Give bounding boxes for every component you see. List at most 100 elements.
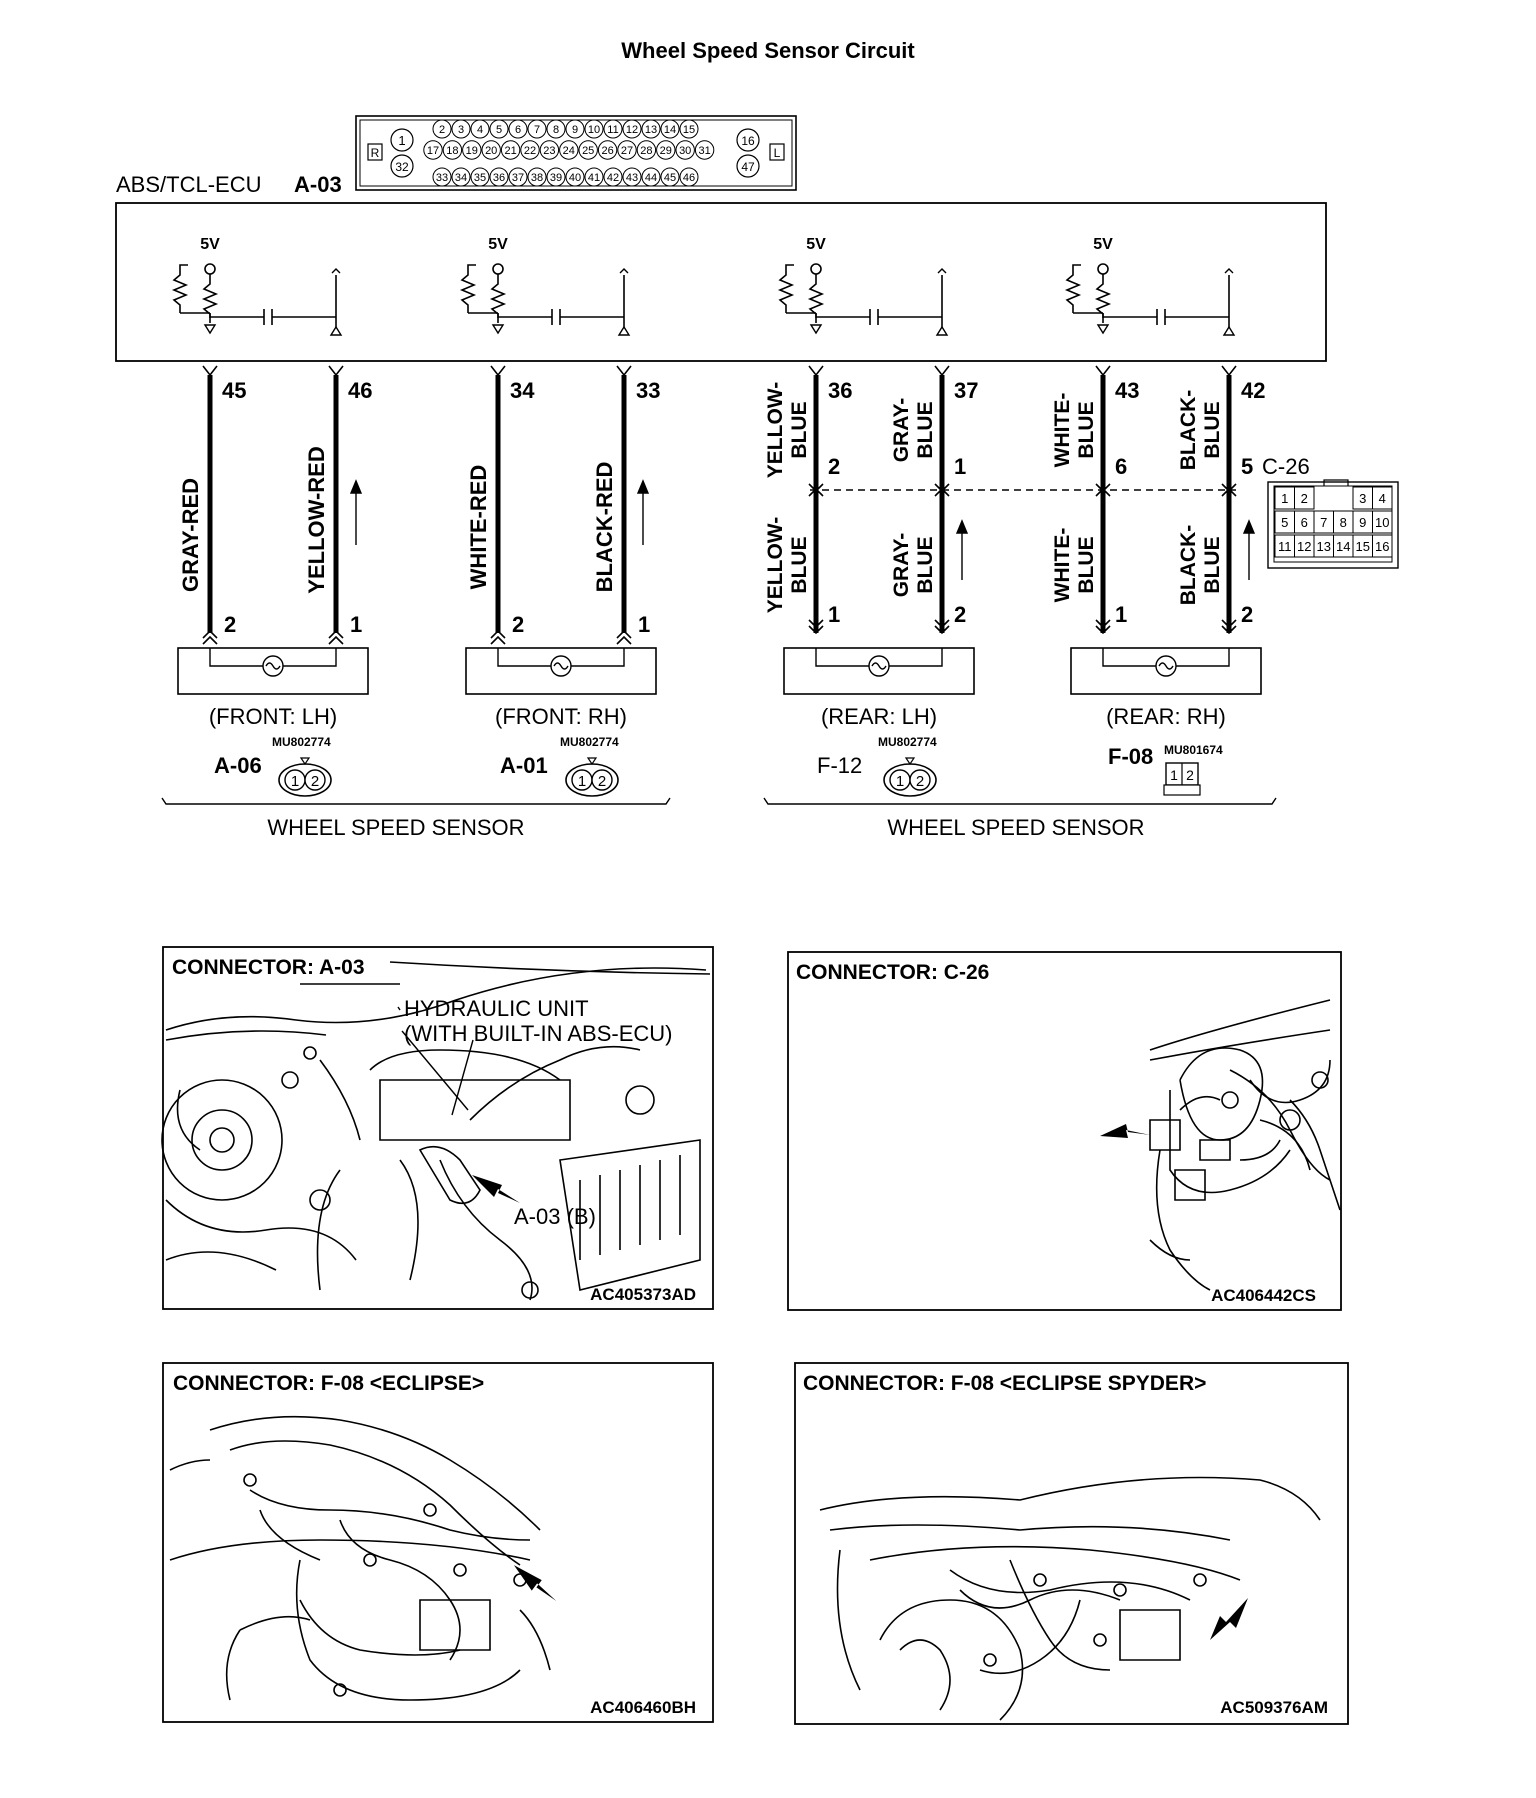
ecu-pin-circle [584, 119, 604, 139]
ecu-pin: 43 [626, 172, 638, 184]
ecu-pin: 29 [660, 145, 672, 157]
ecu-pin-circle [527, 167, 547, 187]
ecu-pin: 40 [569, 172, 581, 184]
wire-color-label: BLUE [1075, 536, 1098, 593]
plug-pin: 2 [916, 773, 924, 790]
ecu-pin: 10 [588, 124, 600, 136]
wire-color-label: BLUE [1201, 536, 1224, 593]
ecu-pin: 47 [741, 160, 755, 174]
ecu-pin: 13 [645, 124, 657, 136]
plug-pin: 1 [1170, 767, 1178, 783]
c26-pin-number: 5 [1241, 454, 1253, 479]
ecu-pin: 25 [582, 145, 594, 157]
c26-pin: 16 [1375, 539, 1389, 554]
c26-pin: 3 [1359, 491, 1366, 506]
ecu-pin: 34 [455, 172, 467, 184]
wire-color-label: BLACK-RED [592, 462, 617, 593]
sensor-name: (FRONT: RH) [495, 704, 627, 729]
ecu-pin: 8 [553, 124, 559, 136]
ecu-pin: 20 [485, 145, 497, 157]
c26-pin: 10 [1375, 515, 1389, 530]
ecu-pin-number: 33 [636, 378, 660, 403]
sensor-name: (REAR: LH) [821, 704, 937, 729]
sensor-rear-lh [783, 647, 975, 695]
sensor-terminal-number: 2 [512, 612, 524, 637]
c26-pin-cell [1294, 486, 1315, 510]
plug-pin: 1 [578, 773, 586, 790]
panel-title: CONNECTOR: A-03 [172, 956, 365, 979]
sensor-terminal-number: 1 [828, 602, 840, 627]
car-rear-illustration [819, 1476, 1321, 1721]
ecu-pin-circle [462, 140, 482, 160]
c26-pin-number: 6 [1115, 454, 1127, 479]
car-rear-illustration [169, 1415, 551, 1701]
wire-color-label: BLUE [788, 401, 811, 458]
wire-color-label: YELLOW- [764, 517, 787, 613]
c26-pin: 4 [1379, 491, 1386, 506]
ecu-pin-circle [641, 119, 661, 139]
ecu-pin-circle [451, 119, 471, 139]
ecu-pin-circle [597, 140, 618, 160]
supply-5v: 5V [1093, 236, 1113, 253]
sensor-connector-code: F-08 [1108, 744, 1153, 769]
reference-code: AC406442CS [1211, 1286, 1316, 1305]
ecu-pin-circle [546, 119, 566, 139]
ecu-pin-circle [527, 119, 547, 139]
panel-title: CONNECTOR: F-08 <ECLIPSE SPYDER> [803, 1372, 1206, 1395]
connector-plug-icon [883, 757, 937, 797]
ecu-box [115, 202, 1327, 362]
ecu-pin: 15 [683, 124, 695, 136]
c26-pin-cell [1372, 510, 1393, 534]
ecu-pin: 42 [607, 172, 619, 184]
ecu-pin: 35 [474, 172, 486, 184]
ecu-pin-circle [603, 119, 623, 139]
sensor-terminal-number: 1 [638, 612, 650, 637]
panel-connector-f08-eclipse: CONNECTOR: F-08 <ECLIPSE> AC406460BH [162, 1362, 714, 1723]
ecu-pin: 45 [664, 172, 676, 184]
supply-5v: 5V [200, 236, 220, 253]
ecu-pin: 21 [504, 145, 516, 157]
ecu-pin-circle [679, 119, 699, 139]
group-brace [161, 797, 671, 805]
ecu-pin: 17 [427, 145, 439, 157]
ecu-pin: 27 [621, 145, 633, 157]
ecu-pin-number: 43 [1115, 378, 1139, 403]
wire-color-label: BLUE [1201, 401, 1224, 458]
panel-connector-a03: CONNECTOR: A-03 [161, 946, 714, 1310]
panel-title: CONNECTOR: F-08 <ECLIPSE> [173, 1372, 484, 1395]
wire-color-label: YELLOW-RED [304, 446, 329, 593]
ecu-pin-circle [470, 119, 490, 139]
ecu-terminals [202, 365, 1237, 377]
c26-pin-number: 1 [954, 454, 966, 479]
c26-pin: 8 [1340, 515, 1347, 530]
sensor-rear-rh [1070, 647, 1262, 695]
callout-built-in-ecu: (WITH BUILT-IN ABS-ECU) [404, 1021, 673, 1046]
signal-arrows [349, 479, 1256, 580]
wire-color-label: WHITE- [1051, 528, 1074, 603]
ecu-pin-number: 45 [222, 378, 246, 403]
panel-title: CONNECTOR: C-26 [796, 961, 989, 984]
c26-pin: 15 [1356, 539, 1370, 554]
ecu-pin-number: 42 [1241, 378, 1265, 403]
ecu-pin-circle [584, 167, 604, 187]
ecu-pin-circle [578, 140, 598, 160]
harness-wires [207, 375, 1232, 633]
ecu-pin-circle [603, 167, 623, 187]
c26-pin: 12 [1297, 539, 1311, 554]
part-number: MU802774 [272, 735, 331, 749]
wire-color-label: YELLOW- [764, 382, 787, 478]
wire-color-label: BLUE [914, 401, 937, 458]
ecu-pin-number: 46 [348, 378, 372, 403]
group-brace [763, 797, 1277, 805]
ecu-pin: 19 [466, 145, 478, 157]
ecu-pin-circle [636, 140, 657, 160]
c26-pin-cell [1372, 486, 1393, 510]
panel-connector-c26: CONNECTOR: C-26 AC406442CS [787, 951, 1342, 1311]
wire-color-label: GRAY-RED [178, 478, 203, 592]
ecu-pin-number: 36 [828, 378, 852, 403]
ecu-pin: 46 [683, 172, 695, 184]
ecu-pin: 26 [601, 145, 613, 157]
ecu-pin: 39 [550, 172, 562, 184]
